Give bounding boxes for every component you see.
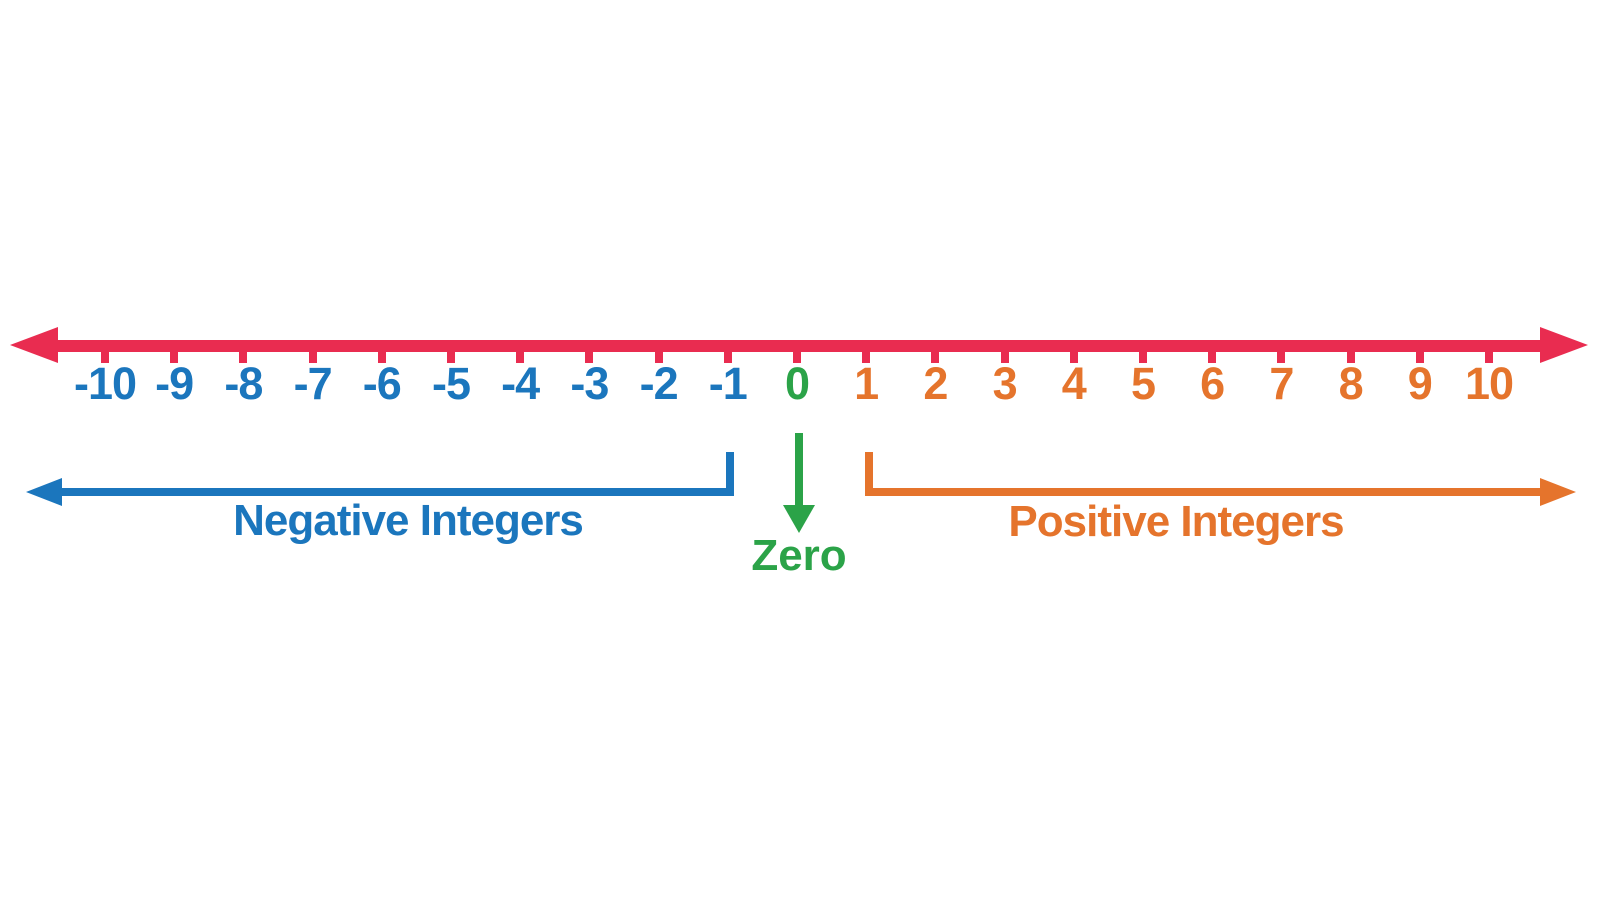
tick-mark — [585, 344, 594, 363]
number-label: 8 — [1338, 358, 1364, 409]
number-label: -6 — [362, 358, 402, 409]
number-label: -3 — [570, 358, 609, 409]
zero-label: Zero — [751, 531, 847, 580]
number-label: 6 — [1200, 358, 1225, 409]
number-label: -9 — [155, 358, 194, 409]
number-label: 0 — [784, 358, 810, 409]
number-label: -4 — [501, 358, 540, 409]
tick-mark — [931, 344, 940, 363]
axis-right-arrowhead-icon — [1540, 327, 1588, 363]
zero-down-arrowhead-icon — [783, 505, 815, 533]
number-label: 2 — [923, 358, 948, 409]
negative-range-arrowhead-icon — [26, 478, 62, 506]
tick-mark — [1415, 344, 1424, 363]
number-label: -7 — [293, 358, 333, 409]
number-label: 7 — [1269, 358, 1294, 409]
number-label: -1 — [708, 358, 748, 409]
tick-mark — [170, 344, 179, 363]
tick-mark — [308, 344, 317, 363]
positive-integers-label: Positive Integers — [1008, 497, 1344, 546]
number-label: 9 — [1407, 358, 1433, 409]
number-label: 10 — [1464, 358, 1514, 409]
tick-mark — [1000, 344, 1009, 363]
number-label: -10 — [73, 358, 137, 409]
positive-range-end-tick — [865, 452, 873, 496]
tick-mark — [723, 344, 732, 363]
number-label: -2 — [639, 358, 679, 409]
tick-mark — [1069, 344, 1078, 363]
number-label: -5 — [431, 358, 471, 409]
tick-mark — [1277, 344, 1286, 363]
zero-arrow-shaft — [795, 433, 803, 507]
tick-mark — [1139, 344, 1147, 363]
tick-mark — [1346, 344, 1355, 363]
number-label: 1 — [854, 358, 879, 409]
number-label: 3 — [992, 358, 1018, 409]
axis-left-arrowhead-icon — [10, 327, 58, 363]
negative-range-end-tick — [726, 452, 734, 496]
tick-mark — [654, 344, 663, 363]
tick-mark — [239, 344, 248, 363]
negative-integers-label: Negative Integers — [233, 496, 584, 545]
number-label: 4 — [1061, 358, 1087, 409]
tick-mark — [862, 344, 871, 363]
tick-mark — [377, 344, 386, 363]
number-label: 5 — [1130, 358, 1156, 409]
tick-mark — [101, 344, 109, 363]
negative-range-line — [58, 488, 734, 496]
positive-range-line — [865, 488, 1540, 496]
number-label: -8 — [224, 358, 263, 409]
tick-mark — [1208, 344, 1217, 363]
tick-mark — [516, 344, 525, 363]
tick-mark — [1485, 344, 1493, 363]
tick-mark — [447, 344, 455, 363]
positive-range-arrowhead-icon — [1540, 478, 1576, 506]
tick-mark — [793, 344, 801, 363]
